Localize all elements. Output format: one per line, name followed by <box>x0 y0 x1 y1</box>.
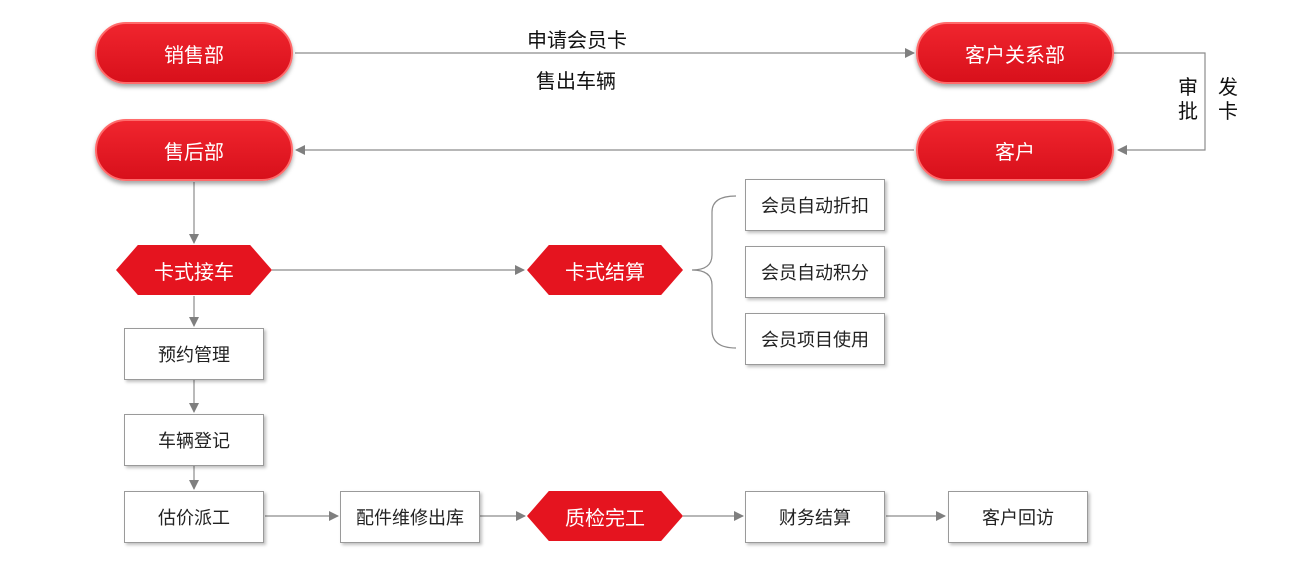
crm-dept-label: 客户关系部 <box>965 42 1065 67</box>
item-usage-label: 会员项目使用 <box>761 330 869 351</box>
estimate-dispatch-label: 估价派工 <box>158 508 230 529</box>
customer-node: 客户 <box>916 119 1114 181</box>
edge-label-approve: 审批 <box>1178 75 1198 123</box>
item-usage-node: 会员项目使用 <box>745 313 885 365</box>
sales-dept-label: 销售部 <box>164 42 224 67</box>
customer-revisit-node: 客户回访 <box>948 491 1088 543</box>
customer-revisit-label: 客户回访 <box>982 508 1054 529</box>
customer-label: 客户 <box>995 139 1035 164</box>
edge-label-sell-vehicle: 售出车辆 <box>536 69 616 93</box>
card-reception-label: 卡式接车 <box>154 259 234 284</box>
card-settlement-label: 卡式结算 <box>565 259 645 284</box>
sales-dept-node: 销售部 <box>95 22 293 84</box>
auto-points-label: 会员自动积分 <box>761 263 869 284</box>
vehicle-register-label: 车辆登记 <box>158 431 230 452</box>
appointment-label: 预约管理 <box>158 345 230 366</box>
qc-complete-node: 质检完工 <box>527 491 683 541</box>
card-reception-node: 卡式接车 <box>116 245 272 295</box>
auto-discount-node: 会员自动折扣 <box>745 179 885 231</box>
parts-outbound-label: 配件维修出库 <box>356 508 464 529</box>
parts-outbound-node: 配件维修出库 <box>340 491 480 543</box>
auto-points-node: 会员自动积分 <box>745 246 885 298</box>
aftersales-dept-node: 售后部 <box>95 119 293 181</box>
estimate-dispatch-node: 估价派工 <box>124 491 264 543</box>
crm-dept-node: 客户关系部 <box>916 22 1114 84</box>
vehicle-register-node: 车辆登记 <box>124 414 264 466</box>
member-options-brace <box>691 195 737 349</box>
card-settlement-node: 卡式结算 <box>527 245 683 295</box>
qc-complete-label: 质检完工 <box>565 505 645 530</box>
aftersales-dept-label: 售后部 <box>164 139 224 164</box>
edge-label-apply-card: 申请会员卡 <box>527 28 627 52</box>
finance-settlement-label: 财务结算 <box>779 508 851 529</box>
appointment-node: 预约管理 <box>124 328 264 380</box>
auto-discount-label: 会员自动折扣 <box>761 196 869 217</box>
edge-label-issue-card: 发卡 <box>1218 75 1238 123</box>
finance-settlement-node: 财务结算 <box>745 491 885 543</box>
arrow-crm-customer <box>1114 52 1206 155</box>
